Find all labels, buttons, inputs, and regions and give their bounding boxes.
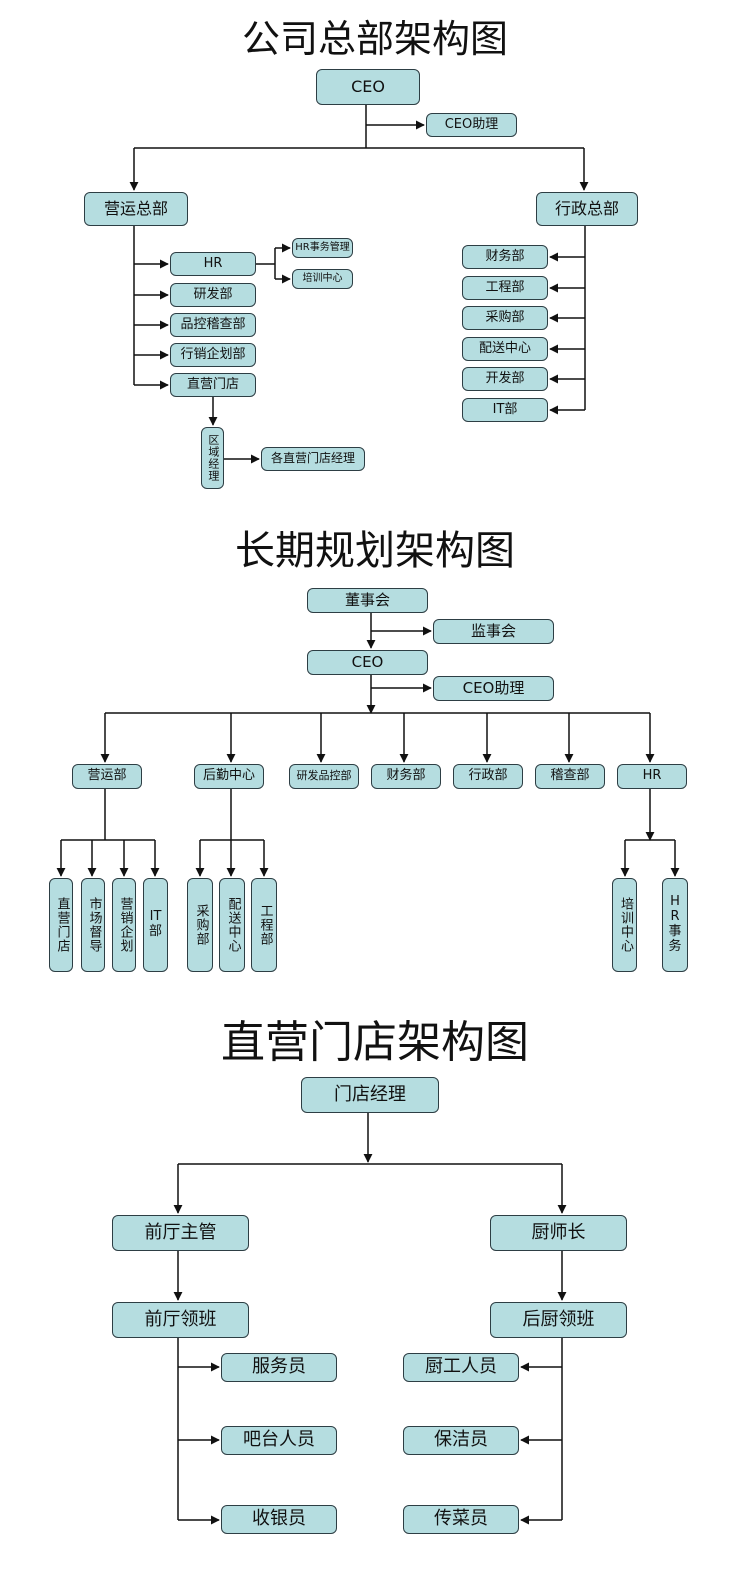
d2-node-ceo-assistant: CEO助理 [433,676,554,701]
d2-node-ceo: CEO [307,650,428,675]
d1-node-finance: 财务部 [462,245,548,269]
d1-node-qc-audit: 品控稽查部 [170,313,256,337]
d3-node-bar-staff: 吧台人员 [221,1426,337,1455]
d1-node-purchasing: 采购部 [462,306,548,330]
diagram-2-title: 长期规划架构图 [235,528,515,574]
d1-node-engineering: 工程部 [462,276,548,300]
d3-node-cleaner: 保洁员 [403,1426,519,1455]
d1-node-store-managers: 各直营门店经理 [261,447,365,471]
d1-node-ceo-assistant: CEO助理 [426,113,517,137]
d3-node-waiter: 服务员 [221,1353,337,1382]
d1-node-hr: HR [170,252,256,276]
d2-node-marketing-planning: 营销企划 [112,878,136,972]
d3-node-kitchen-staff: 厨工人员 [403,1353,519,1382]
d2-node-direct-stores: 直营门店 [49,878,73,972]
d1-node-training-center: 培训中心 [292,269,353,289]
d1-node-development: 开发部 [462,367,548,391]
d2-node-purchasing: 采购部 [187,878,213,972]
d2-node-hr: HR [617,764,687,789]
d1-node-area-manager: 区域经理 [201,427,224,489]
d1-node-operations-hq: 营运总部 [84,192,188,226]
d2-node-operations: 营运部 [72,764,142,789]
d3-node-kitchen-foreman: 后厨领班 [490,1302,627,1338]
d3-node-food-runner: 传菜员 [403,1505,519,1534]
d2-node-finance: 财务部 [371,764,441,789]
d1-node-direct-stores: 直营门店 [170,373,256,397]
d2-node-supervisory-board: 监事会 [433,619,554,644]
d1-node-ceo: CEO [316,69,420,105]
d2-node-hr-affairs: HR事务 [662,878,688,972]
d3-node-store-manager: 门店经理 [301,1077,439,1113]
d1-node-marketing-planning: 行销企划部 [170,343,256,367]
diagram-3-title: 直营门店架构图 [221,1017,529,1068]
d2-node-admin: 行政部 [453,764,523,789]
d2-node-it: IT部 [143,878,168,972]
d2-node-board: 董事会 [307,588,428,613]
d2-node-training-center: 培训中心 [612,878,637,972]
d3-node-front-supervisor: 前厅主管 [112,1215,249,1251]
d1-node-distribution: 配送中心 [462,337,548,361]
diagram-1-title: 公司总部架构图 [241,17,508,61]
d2-node-audit: 稽查部 [535,764,605,789]
d2-node-market-supervision: 市场督导 [81,878,105,972]
d2-node-distribution: 配送中心 [219,878,245,972]
d3-node-front-foreman: 前厅领班 [112,1302,249,1338]
d3-node-head-chef: 厨师长 [490,1215,627,1251]
d2-node-rnd-qc: 研发品控部 [289,764,359,789]
d1-node-admin-hq: 行政总部 [536,192,638,226]
d3-node-cashier: 收银员 [221,1505,337,1534]
d1-node-it: IT部 [462,398,548,422]
d1-node-hr-affairs-mgmt: HR事务管理 [292,238,353,258]
d1-node-rnd: 研发部 [170,283,256,307]
d2-node-engineering: 工程部 [251,878,277,972]
d2-node-logistics: 后勤中心 [194,764,264,789]
